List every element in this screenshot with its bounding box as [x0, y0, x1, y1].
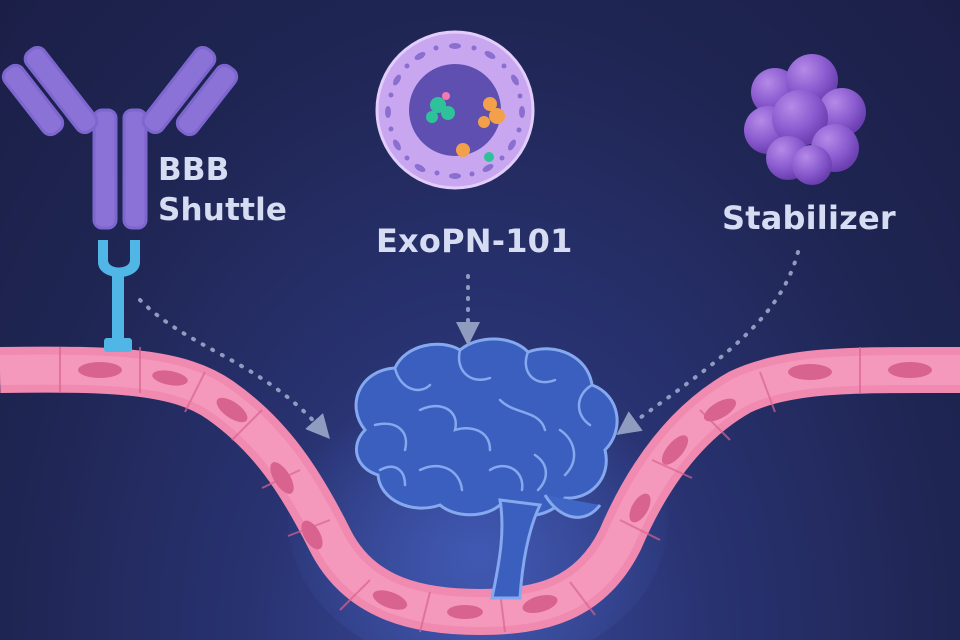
exosome-icon	[375, 30, 535, 190]
bbb-shuttle-label-line2: Shuttle	[158, 192, 288, 228]
stabilizer-cluster-icon	[744, 54, 866, 185]
exosome-label: ExoPN-101	[376, 222, 573, 260]
stabilizer-label: Stabilizer	[722, 199, 896, 237]
bbb-shuttle-label-line1: BBB	[158, 152, 230, 188]
bbb-shuttle-label: BBB Shuttle	[158, 150, 287, 230]
brain-icon	[354, 337, 619, 600]
antibody-icon	[1, 45, 239, 230]
receptor-icon	[98, 240, 140, 352]
arrow-stabilizer-to-brain	[616, 250, 800, 436]
arrows	[138, 250, 800, 439]
blood-vessel-wall	[0, 346, 960, 636]
